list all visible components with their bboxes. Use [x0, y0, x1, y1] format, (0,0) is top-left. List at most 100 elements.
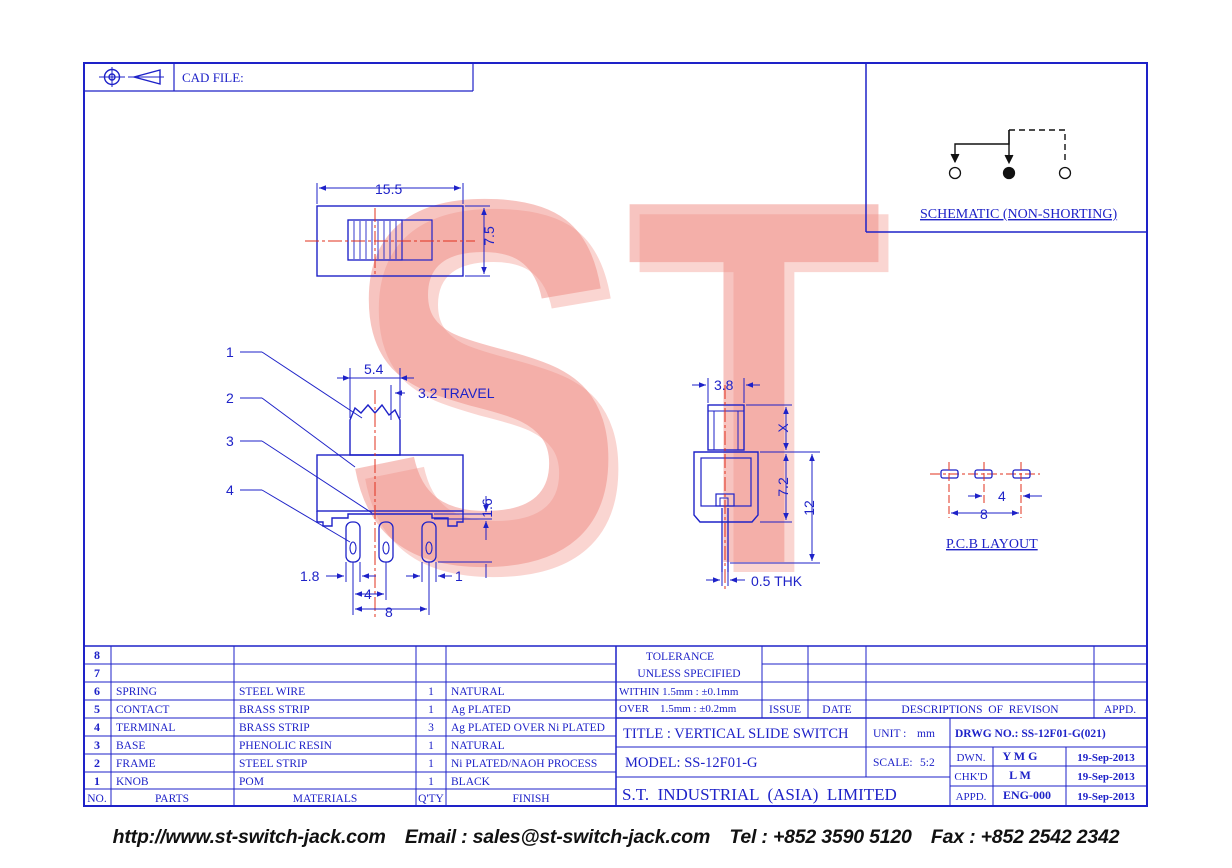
dim-base-gap: 1.6 — [479, 498, 495, 518]
pcb-dim-pitch: 4 — [998, 488, 1006, 504]
bom-row-no: 7 — [94, 666, 100, 680]
dim-knob: 5.4 — [364, 361, 384, 377]
unit-value: mm — [917, 728, 935, 740]
bom-material: BRASS STRIP — [239, 722, 310, 734]
tolerance-block: TOLERANCE UNLESS SPECIFIED WITHIN 1.5mm … — [619, 651, 741, 715]
website-link[interactable]: http://www.st-switch-jack.com — [112, 826, 386, 848]
technical-drawing: ST ST CAD FILE: SCHEMATIC (NON-SHORTING) — [83, 62, 1148, 807]
dim-side-width: 3.8 — [714, 377, 734, 393]
dim-top-width: 15.5 — [375, 181, 402, 197]
dim-pin-width: 1.8 — [300, 568, 320, 584]
revision-block: ISSUE DATE DESCRIPTIONS OF REVISON APPD. — [769, 704, 1136, 716]
bom-material: STEEL STRIP — [239, 758, 307, 770]
revision-desc: DESCRIPTIONS OF REVISON — [901, 704, 1059, 716]
bom-row-no: 2 — [94, 756, 100, 770]
bom-qty: 1 — [428, 686, 434, 698]
bom-material: PHENOLIC RESIN — [239, 740, 333, 752]
callout-2: 2 — [226, 390, 234, 406]
tolerance-title: TOLERANCE — [646, 651, 714, 663]
dim-pitch: 4 — [364, 586, 372, 602]
bom-table: 8 7 6 SPRING STEEL WIRE 1 NATURAL 5 CONT… — [87, 648, 605, 805]
pcb-layout — [930, 462, 1042, 518]
bom-header-materials: MATERIALS — [293, 793, 358, 805]
chk-label: CHK'D — [954, 771, 987, 783]
callout-3: 3 — [226, 433, 234, 449]
bom-finish: Ag PLATED OVER Ni PLATED — [451, 722, 605, 734]
revision-appd: APPD. — [1104, 704, 1136, 716]
bom-grid — [84, 645, 1147, 806]
bom-header-qty: Q'TY — [418, 793, 444, 805]
appd-label: APPD. — [956, 791, 987, 803]
cad-file-label: CAD FILE: — [182, 70, 244, 85]
pcb-dim-span: 8 — [980, 506, 988, 522]
dim-side-12: 12 — [801, 500, 817, 516]
front-view — [240, 351, 492, 620]
scale-value: 5:2 — [920, 757, 935, 769]
bom-qty: 1 — [428, 758, 434, 770]
fax-number: Fax : +852 2542 2342 — [930, 826, 1120, 848]
pcb-caption: P.C.B LAYOUT — [946, 537, 1038, 552]
tolerance-within: WITHIN 1.5mm : ±0.1mm — [619, 686, 739, 698]
bom-header-no: NO. — [87, 793, 107, 805]
bom-row-no: 5 — [94, 702, 100, 716]
dim-side-x: X — [775, 423, 791, 433]
dim-pin-gap: 1 — [455, 568, 463, 584]
title-block: TITLE : VERTICAL SLIDE SWITCH MODEL: SS-… — [622, 726, 1135, 804]
bom-part: TERMINAL — [116, 722, 175, 734]
cad-header: CAD FILE: — [84, 63, 474, 92]
watermark-shadow: ST — [353, 102, 893, 683]
bom-row-no: 3 — [94, 738, 100, 752]
dwn-label: DWN. — [956, 752, 985, 764]
tolerance-subtitle: UNLESS SPECIFIED — [637, 668, 740, 680]
bom-part: SPRING — [116, 686, 157, 698]
drawing-number: DRWG NO.: SS-12F01-G(021) — [955, 728, 1106, 740]
dwn-date: 19-Sep-2013 — [1077, 752, 1135, 764]
bom-qty: 1 — [428, 776, 434, 788]
top-view — [305, 183, 490, 277]
side-view — [692, 378, 820, 590]
bom-part: CONTACT — [116, 704, 169, 716]
email-link[interactable]: Email : sales@st-switch-jack.com — [404, 826, 711, 848]
bom-part: KNOB — [116, 776, 149, 788]
callout-1: 1 — [226, 344, 234, 360]
bom-finish: Ni PLATED/NAOH PROCESS — [451, 758, 597, 770]
bom-qty: 1 — [428, 704, 434, 716]
dim-thk: 0.5 THK — [751, 573, 803, 589]
contact-footer: http://www.st-switch-jack.com Email : sa… — [0, 826, 1232, 849]
phone-number: Tel : +852 3590 5120 — [729, 826, 912, 848]
bom-material: STEEL WIRE — [239, 686, 305, 698]
revision-date: DATE — [822, 704, 851, 716]
dim-side-72: 7.2 — [775, 477, 791, 497]
dwn-value: Y M G — [1003, 749, 1038, 763]
bom-finish: Ag PLATED — [451, 704, 511, 716]
unit-label: UNIT : — [873, 728, 906, 740]
scale-label: SCALE: — [873, 757, 913, 769]
bom-header-finish: FINISH — [512, 793, 549, 805]
dim-top-height: 7.5 — [481, 226, 497, 246]
dim-span: 8 — [385, 604, 393, 620]
appd-date: 19-Sep-2013 — [1077, 791, 1135, 803]
schematic-caption: SCHEMATIC (NON-SHORTING) — [920, 207, 1117, 222]
bom-finish: BLACK — [451, 776, 491, 788]
company-name: S.T. INDUSTRIAL (ASIA) LIMITED — [622, 785, 897, 804]
bom-header-parts: PARTS — [155, 793, 189, 805]
chk-value: L M — [1009, 768, 1031, 782]
callout-4: 4 — [226, 482, 234, 498]
revision-issue: ISSUE — [769, 704, 801, 716]
bom-qty: 3 — [428, 722, 434, 734]
bom-qty: 1 — [428, 740, 434, 752]
projection-symbol-icon — [99, 67, 164, 87]
bom-part: FRAME — [116, 758, 156, 770]
model-number: MODEL: SS-12F01-G — [625, 755, 758, 771]
bom-row-no: 4 — [94, 720, 100, 734]
tolerance-over: OVER 1.5mm : ±0.2mm — [619, 703, 737, 715]
bom-material: POM — [239, 776, 264, 788]
bom-finish: NATURAL — [451, 740, 505, 752]
chk-date: 19-Sep-2013 — [1077, 771, 1135, 783]
bom-material: BRASS STRIP — [239, 704, 310, 716]
bom-part: BASE — [116, 740, 145, 752]
bom-finish: NATURAL — [451, 686, 505, 698]
dim-travel: 3.2 TRAVEL — [418, 385, 495, 401]
appd-value: ENG-000 — [1003, 788, 1051, 802]
bom-row-no: 8 — [94, 648, 100, 662]
